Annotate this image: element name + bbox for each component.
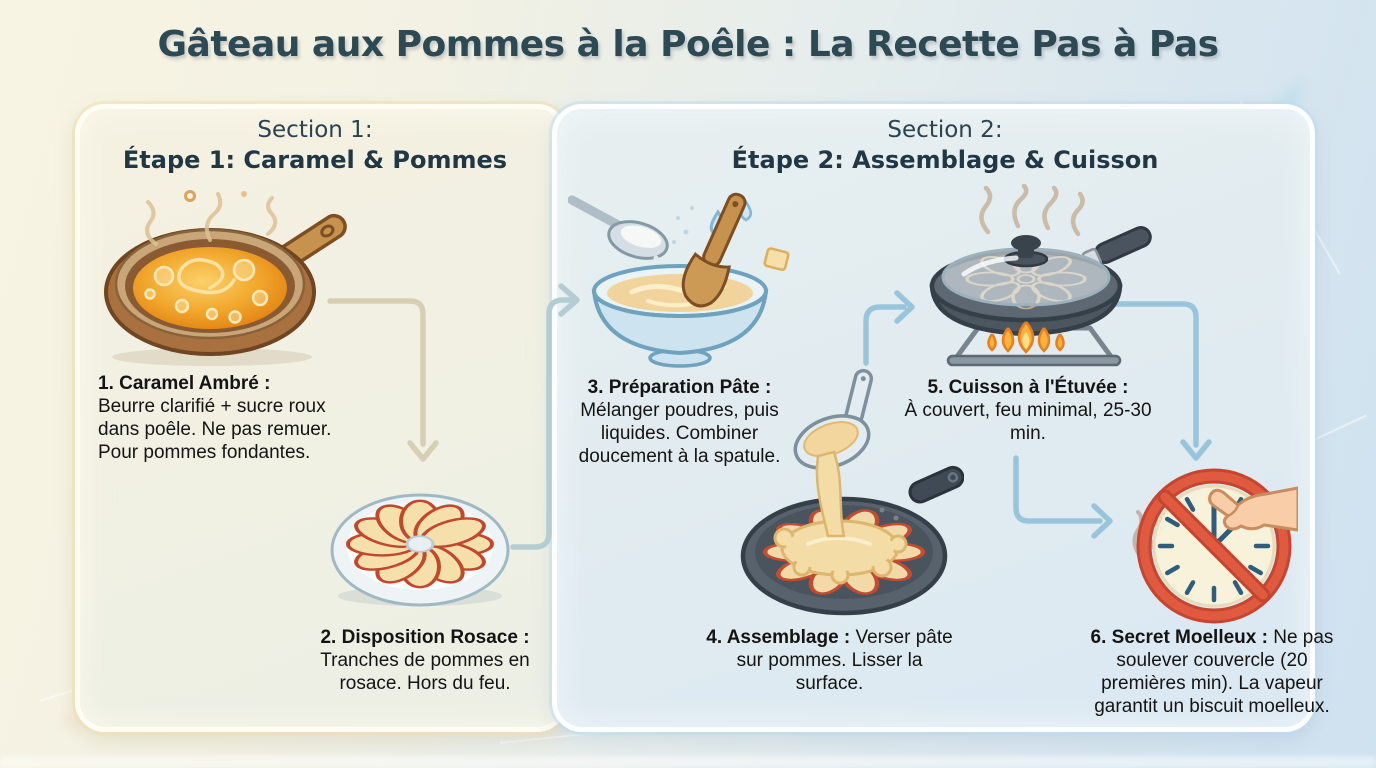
- step2-body: Tranches de pommes en rosace. Hors du fe…: [320, 650, 530, 694]
- section1-label: Section 1:: [257, 117, 373, 143]
- section1-header: Section 1: Étape 1: Caramel & Pommes: [95, 116, 535, 175]
- step1-text: 1. Caramel Ambré : Beurre clarifié + suc…: [98, 372, 338, 464]
- section1-heading: Étape 1: Caramel & Pommes: [122, 145, 508, 174]
- step1-body: Beurre clarifié + sucre roux dans poêle.…: [98, 396, 332, 463]
- step6-title: 6. Secret Moelleux :: [1090, 627, 1268, 648]
- step3-title: 3. Préparation Pâte :: [587, 377, 772, 398]
- step2-text: 2. Disposition Rosace : Tranches de pomm…: [290, 626, 560, 695]
- step2-title: 2. Disposition Rosace :: [320, 627, 530, 648]
- bottom-light-band: [0, 756, 1376, 768]
- step6-text: 6. Secret Moelleux : Ne pas soulever cou…: [1082, 626, 1342, 718]
- step5-body: À couvert, feu minimal, 25-30 min.: [904, 400, 1152, 444]
- step5-title: 5. Cuisson à l'Étuvée :: [927, 377, 1129, 398]
- step4-body: Verser pâte sur pommes. Lisser la surfac…: [736, 627, 953, 694]
- step6-body: Ne pas soulever couvercle (20 premières …: [1094, 627, 1334, 717]
- page-title: Gâteau aux Pommes à la Poêle : La Recett…: [157, 24, 1219, 65]
- section2-heading: Étape 2: Assemblage & Cuisson: [731, 145, 1159, 174]
- section2-label: Section 2:: [887, 117, 1003, 143]
- step3-text: 3. Préparation Pâte : Mélanger poudres, …: [552, 376, 807, 468]
- step4-title: 4. Assemblage :: [706, 627, 851, 648]
- step1-title: 1. Caramel Ambré :: [98, 373, 271, 394]
- step4-text: 4. Assemblage : Verser pâte sur pommes. …: [702, 626, 957, 695]
- section2-header: Section 2: Étape 2: Assemblage & Cuisson: [695, 116, 1195, 175]
- step5-text: 5. Cuisson à l'Étuvée : À couvert, feu m…: [893, 376, 1163, 445]
- step3-body: Mélanger poudres, puis liquides. Combine…: [578, 400, 781, 467]
